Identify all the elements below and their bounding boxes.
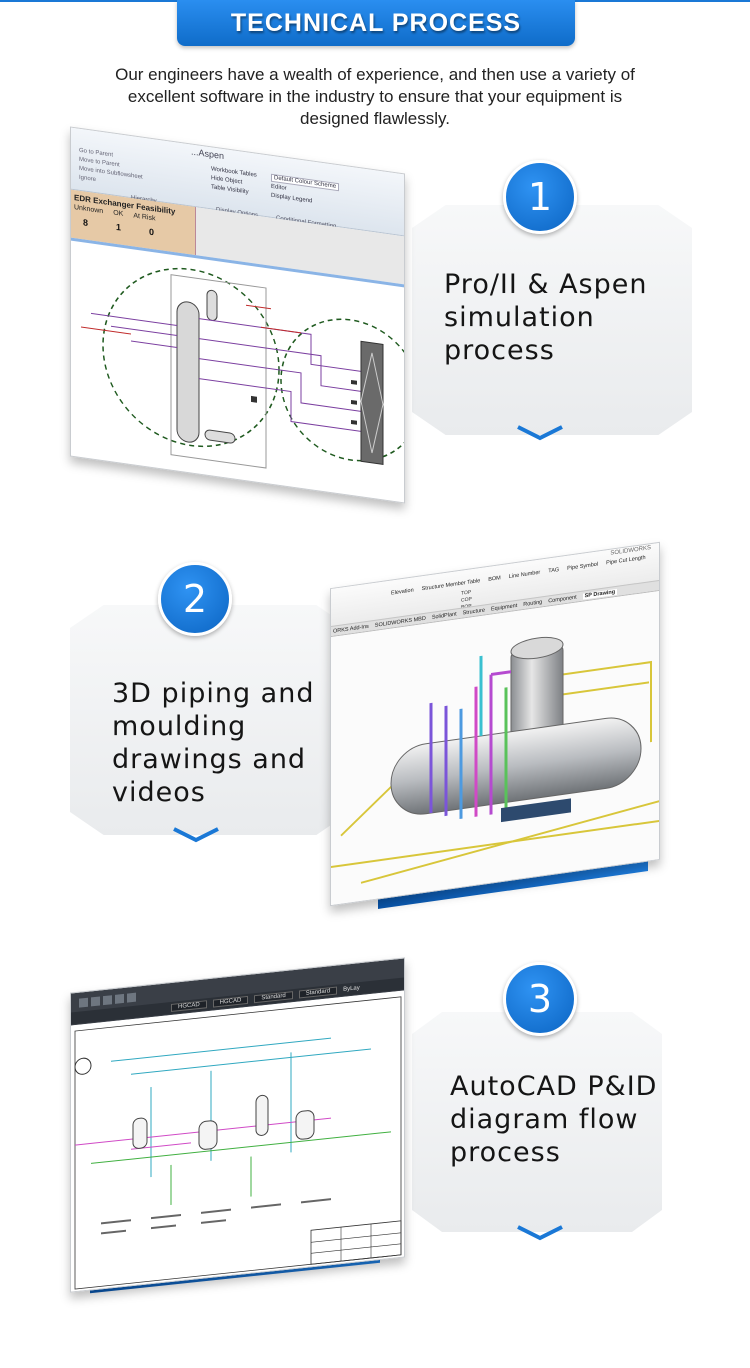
solidworks-screenshot: SOLIDWORKS Elevation Structure Member Ta… bbox=[330, 541, 660, 907]
cad-field-5[interactable]: ByLay bbox=[343, 985, 360, 993]
step-2-badge: 2 bbox=[158, 562, 232, 636]
step-2-label: 3D piping and moulding drawings and vide… bbox=[112, 678, 315, 808]
sw-ribbon-symbol[interactable]: Pipe Symbol bbox=[567, 561, 599, 572]
step-3-badge: 3 bbox=[503, 962, 577, 1036]
sw-tab-routing[interactable]: Routing bbox=[523, 598, 543, 608]
step-3-label: AutoCAD P&ID diagram flow process bbox=[450, 1071, 658, 1168]
feasibility-col-risk: At Risk bbox=[133, 212, 156, 223]
sw-ribbon-tag[interactable]: TAG bbox=[548, 566, 560, 575]
feasibility-val-unknown: 8 bbox=[83, 217, 89, 228]
title-banner: TECHNICAL PROCESS bbox=[177, 0, 575, 46]
aspen-window-title: ...Aspen bbox=[191, 146, 225, 162]
intro-text: Our engineers have a wealth of experienc… bbox=[115, 65, 635, 128]
cad-field-2[interactable]: HGCAD bbox=[212, 995, 249, 1008]
step-1-badge: 1 bbox=[503, 160, 577, 234]
sw-ribbon-elevation[interactable]: Elevation bbox=[391, 587, 414, 597]
sw-ribbon-cut[interactable]: Pipe Cut Length bbox=[606, 554, 646, 567]
chevron-down-icon bbox=[517, 1225, 563, 1241]
autocad-screenshot: HGCAD HGCAD Standard Standard ByLay bbox=[70, 957, 405, 1293]
solidworks-3d-model bbox=[331, 590, 660, 907]
aspen-screenshot: ...Aspen Go to Parent Move to Parent Mov… bbox=[70, 126, 405, 504]
step-1-number: 1 bbox=[527, 175, 553, 219]
step-1-label: Pro/II & Aspen simulation process bbox=[444, 269, 648, 366]
step-2-number: 2 bbox=[182, 577, 208, 621]
ribbon-legend[interactable]: Display Legend bbox=[271, 192, 313, 205]
feasibility-val-ok: 1 bbox=[116, 221, 122, 233]
cad-field-3[interactable]: Standard bbox=[254, 991, 293, 1004]
feasibility-col-unknown: Unknown bbox=[74, 204, 104, 216]
ribbon-visibility[interactable]: Table Visibility bbox=[211, 184, 249, 196]
page-title: TECHNICAL PROCESS bbox=[230, 8, 522, 37]
sw-ribbon-bom[interactable]: BOM bbox=[488, 575, 501, 583]
step-2-card: 3D piping and moulding drawings and vide… bbox=[70, 605, 350, 835]
step-3-card: AutoCAD P&ID diagram flow process bbox=[412, 1012, 662, 1232]
ribbon-ignore[interactable]: Ignore bbox=[79, 174, 97, 184]
cad-field-1[interactable]: HGCAD bbox=[171, 1000, 207, 1012]
cad-field-4[interactable]: Standard bbox=[298, 986, 338, 999]
step-1-card: Pro/II & Aspen simulation process bbox=[412, 205, 692, 435]
autocad-pid-drawing bbox=[71, 990, 405, 1293]
chevron-down-icon bbox=[517, 425, 563, 441]
ribbon-editor[interactable]: Editor bbox=[271, 183, 287, 192]
feasibility-val-risk: 0 bbox=[149, 226, 155, 238]
sw-ribbon-line[interactable]: Line Number bbox=[508, 569, 541, 581]
sw-tab-structure[interactable]: Structure bbox=[462, 606, 485, 617]
aspen-flowsheet bbox=[81, 267, 405, 469]
chevron-down-icon bbox=[173, 827, 219, 843]
feasibility-col-ok: OK bbox=[113, 209, 124, 218]
step-3-number: 3 bbox=[527, 977, 553, 1021]
